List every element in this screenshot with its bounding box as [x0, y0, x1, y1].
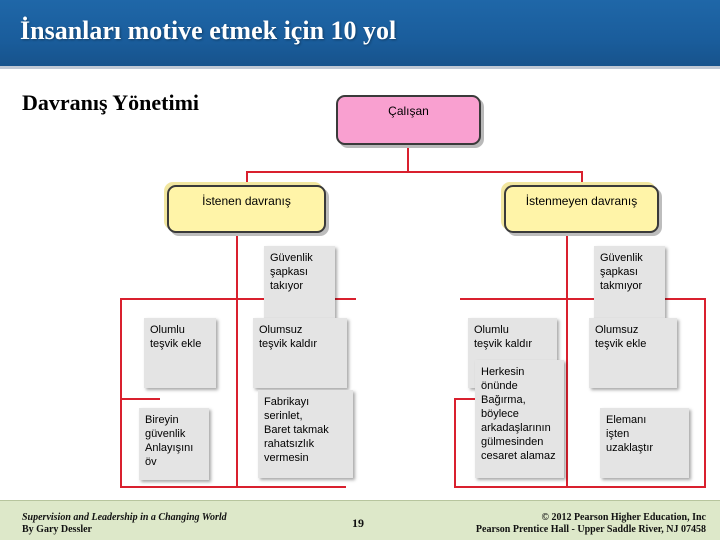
right-mid-bar	[454, 398, 476, 400]
card-right-negative-text: Olumsuz teşvik ekle	[595, 324, 647, 350]
right-outer-riser-right	[704, 298, 706, 487]
card-right-behavior-text: Güvenlik şapkası takmıyor	[600, 252, 643, 292]
card-right-behavior: Güvenlik şapkası takmıyor	[594, 246, 665, 318]
footer-bar	[0, 500, 720, 540]
right-outer-riser-left	[454, 398, 456, 487]
title-divider	[0, 66, 720, 69]
left-outer-riser	[120, 298, 122, 487]
card-left-negative-text: Olumsuz teşvik kaldır	[259, 324, 318, 350]
card-right-dismiss: Elemanı işten uzaklaştır	[600, 408, 689, 478]
connector-top-bar	[246, 171, 583, 173]
card-left-cool-factory-text: Fabrikayı serinlet, Baret takmak rahatsı…	[264, 396, 329, 464]
left-bottom-bar	[120, 486, 346, 488]
card-left-positive-text: Olumlu teşvik ekle	[150, 324, 202, 350]
node-undesired-behavior-label: İstenmeyen davranış	[525, 194, 638, 208]
card-left-behavior: Güvenlik şapkası takıyor	[264, 246, 335, 318]
card-right-yelling: Herkesin önünde Bağırma, böylece arkadaş…	[475, 360, 564, 478]
connector-right-drop	[581, 171, 583, 187]
right-top-bar	[460, 298, 706, 300]
footer-book-title: Supervision and Leadership in a Changing…	[22, 512, 227, 523]
title-bar: İnsanları motive etmek için 10 yol	[0, 0, 720, 66]
slide-title: İnsanları motive etmek için 10 yol	[20, 16, 397, 45]
node-undesired-behavior: İstenmeyen davranış	[504, 185, 659, 233]
card-left-cool-factory: Fabrikayı serinlet, Baret takmak rahatsı…	[258, 390, 353, 478]
connector-root-down	[407, 145, 409, 173]
right-trunk	[566, 232, 568, 488]
card-left-behavior-text: Güvenlik şapkası takıyor	[270, 252, 313, 292]
connector-left-drop	[246, 171, 248, 187]
card-right-negative: Olumsuz teşvik ekle	[589, 318, 677, 388]
node-desired-behavior-label: İstenen davranış	[202, 194, 291, 208]
left-mid-bar	[120, 398, 160, 400]
node-desired-behavior: İstenen davranış	[167, 185, 326, 233]
card-left-negative: Olumsuz teşvik kaldır	[253, 318, 347, 388]
footer-left: Supervision and Leadership in a Changing…	[22, 512, 227, 536]
node-employee-label: Çalışan	[388, 104, 429, 118]
card-right-positive-text: Olumlu teşvik kaldır	[474, 324, 533, 350]
footer-publisher: Pearson Prentice Hall - Upper Saddle Riv…	[475, 524, 706, 535]
right-bottom-bar	[454, 486, 706, 488]
left-upper-bar	[120, 298, 238, 300]
card-right-yelling-text: Herkesin önünde Bağırma, böylece arkadaş…	[481, 366, 556, 462]
card-left-praise-text: Bireyin güvenlik Anlayışını öv	[145, 414, 194, 468]
node-employee: Çalışan	[336, 95, 481, 145]
card-left-praise: Bireyin güvenlik Anlayışını öv	[139, 408, 209, 480]
footer-copyright: © 2012 Pearson Higher Education, Inc	[541, 512, 706, 523]
behavior-diagram: Çalışan İstenen davranış İstenmeyen davr…	[120, 95, 706, 488]
card-right-dismiss-text: Elemanı işten uzaklaştır	[606, 414, 654, 454]
left-trunk	[236, 232, 238, 488]
footer-author: By Gary Dessler	[22, 524, 92, 535]
footer-page-number: 19	[352, 516, 364, 530]
slide-subtitle: Davranış Yönetimi	[22, 90, 200, 115]
card-left-positive: Olumlu teşvik ekle	[144, 318, 216, 388]
footer-right: © 2012 Pearson Higher Education, Inc Pea…	[476, 512, 706, 536]
